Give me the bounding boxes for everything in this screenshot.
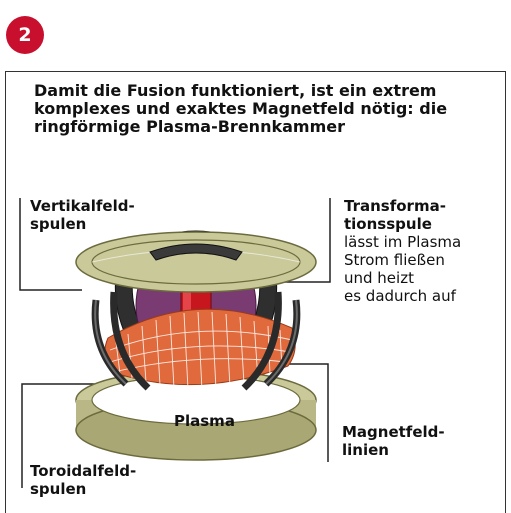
label-transformer-desc-4: es dadurch auf: [344, 287, 456, 305]
label-transformer-2: tionsspule: [344, 215, 432, 233]
label-vertical-coils-1: Vertikalfeld-: [30, 197, 135, 215]
label-transformer-desc-3: und heizt: [344, 269, 414, 287]
label-fieldlines-1: Magnetfeld-: [342, 423, 445, 441]
label-vertical-coils-2: spulen: [30, 215, 86, 233]
label-toroidal-coils-2: spulen: [30, 480, 86, 498]
label-transformer-1: Transforma-: [344, 197, 446, 215]
label-transformer-desc-1: lässt im Plasma: [344, 233, 461, 251]
top-vertical-ring: [76, 232, 316, 292]
label-toroidal-coils-1: Toroidalfeld-: [30, 462, 136, 480]
label-transformer-desc-2: Strom fließen: [344, 251, 445, 269]
label-fieldlines-2: linien: [342, 441, 389, 459]
label-plasma: Plasma: [174, 412, 235, 430]
